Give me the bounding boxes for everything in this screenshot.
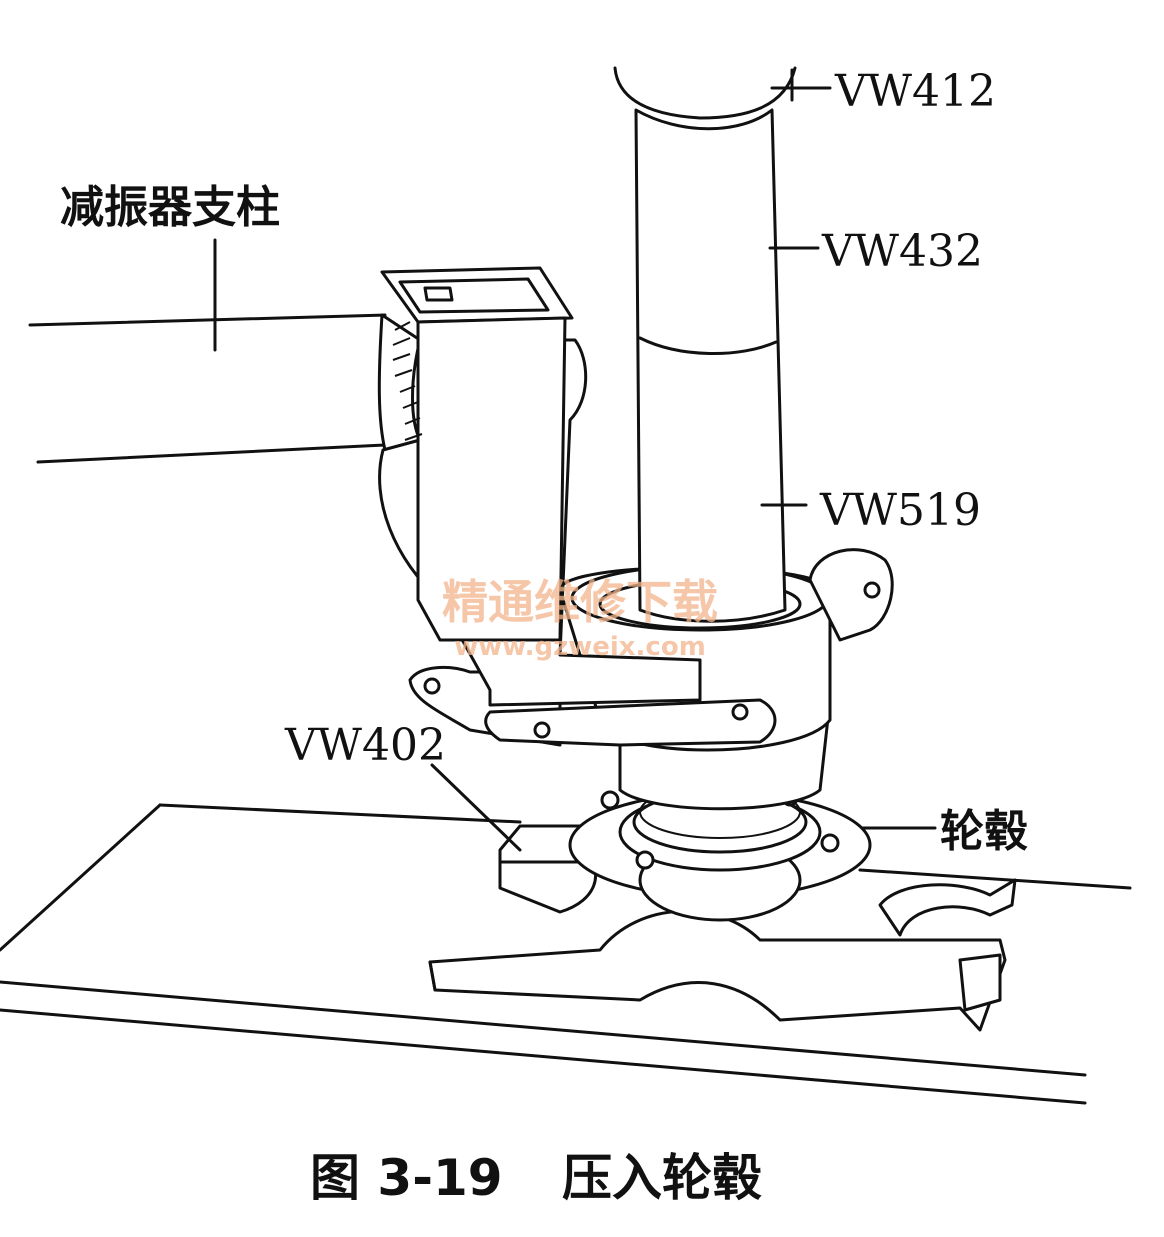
label-vw519: VW519 xyxy=(819,485,981,536)
press-table xyxy=(0,803,1132,1105)
label-vw402: VW402 xyxy=(284,720,446,771)
leader-vw412 xyxy=(770,68,832,102)
vw402-support-plate xyxy=(428,824,1017,1032)
label-vw412: VW412 xyxy=(834,66,996,117)
watermark: 精通维修下载 www.gzweix.com xyxy=(442,575,718,662)
label-vw432: VW432 xyxy=(821,226,983,277)
watermark-title: 精通维修下载 xyxy=(442,575,718,629)
wheel-hub xyxy=(568,785,872,922)
label-strut: 减振器支柱 xyxy=(60,182,280,233)
watermark-url: www.gzweix.com xyxy=(454,632,706,662)
caption-number: 图 3-19 xyxy=(310,1149,503,1207)
leader-vw402 xyxy=(430,763,522,852)
shock-strut xyxy=(28,266,702,707)
label-hub: 轮毂 xyxy=(940,806,1028,857)
leader-lines xyxy=(213,68,937,852)
press-tube xyxy=(613,66,797,623)
caption-title: 压入轮毂 xyxy=(562,1149,762,1207)
